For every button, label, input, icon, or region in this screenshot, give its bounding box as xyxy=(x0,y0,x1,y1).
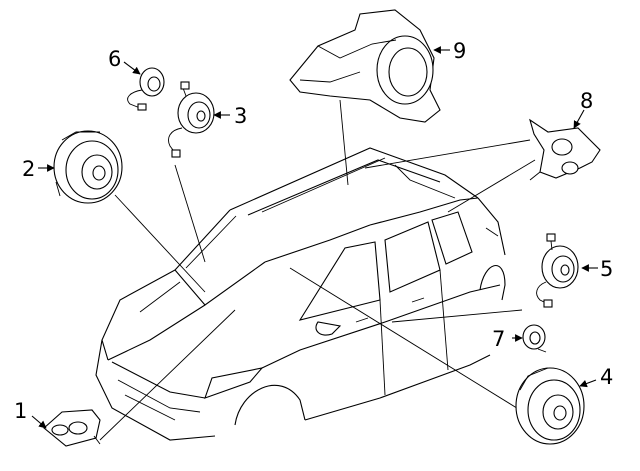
part-9-subwoofer xyxy=(289,9,441,123)
part-4-speaker xyxy=(515,367,585,445)
callout-8: 8 xyxy=(580,89,593,113)
part-6-tweeter xyxy=(127,67,165,111)
callout-5: 5 xyxy=(600,257,613,281)
callout-6: 6 xyxy=(108,47,121,71)
part-1-speaker xyxy=(43,409,101,447)
leader-lines xyxy=(99,99,536,441)
callout-7: 7 xyxy=(492,327,505,351)
vehicle-outline xyxy=(95,147,506,441)
callout-labels: 1 2 3 4 5 6 7 8 9 xyxy=(14,39,613,423)
callout-4: 4 xyxy=(600,365,613,389)
callout-9: 9 xyxy=(453,39,466,63)
callout-3: 3 xyxy=(234,104,247,128)
part-3-tweeter xyxy=(168,81,215,158)
callout-1: 1 xyxy=(14,399,27,423)
part-5-tweeter xyxy=(536,233,579,308)
callout-arrows xyxy=(31,46,598,429)
callout-2: 2 xyxy=(22,157,35,181)
part-8-speaker xyxy=(529,118,601,181)
part-7-spacer xyxy=(522,324,547,353)
part-2-speaker xyxy=(53,130,123,204)
